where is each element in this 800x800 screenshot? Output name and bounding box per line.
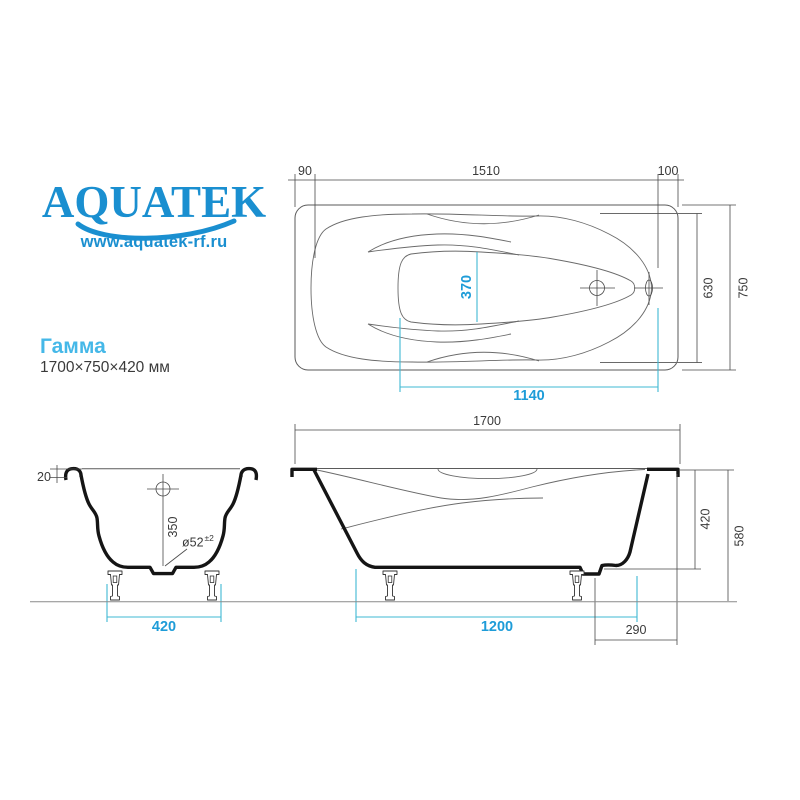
dim-overall-height-line <box>701 469 734 601</box>
end-view-shell-outline <box>63 466 259 576</box>
dim-feet-span-label: 1200 <box>481 619 513 635</box>
brand-logo: AQUATEK <box>41 177 267 227</box>
end-view-drain-symbol <box>147 474 179 500</box>
side-view-inner-curve-lower <box>340 497 544 530</box>
top-view-rim <box>294 204 679 371</box>
dim-well-width-label: 370 <box>459 275 475 299</box>
dim-overall-length-line <box>294 424 681 464</box>
dim-drain-span-label: 1510 <box>472 164 500 178</box>
dim-shell-depth-line <box>604 469 701 570</box>
end-view-leg-left <box>107 570 123 601</box>
dim-well-length-line <box>399 308 659 392</box>
dim-left-offset-label: 90 <box>298 164 312 178</box>
side-view-inner-oval <box>437 468 538 480</box>
dim-well-length-label: 1140 <box>513 388 544 404</box>
dim-rim-lip-label: 20 <box>37 470 51 484</box>
top-view: 90 1510 100 630 750 370 1140 <box>288 164 750 404</box>
top-view-bowl-contour <box>310 213 652 363</box>
end-view: 20 350 ø52 ±2 420 <box>37 465 259 635</box>
dim-end-feet-span-line <box>106 584 222 622</box>
dim-top-chain-line <box>288 174 684 268</box>
dim-drain-offset-line <box>594 474 678 645</box>
top-view-well-contour <box>397 250 636 326</box>
side-view-leg-right <box>569 570 585 601</box>
top-view-armrest-lower <box>367 320 520 343</box>
top-view-armrest-upper <box>367 233 520 256</box>
brand-website: www.aquatek-rf.ru <box>80 233 228 251</box>
dim-feet-span-line <box>355 569 638 622</box>
top-view-headwall-arc-bottom <box>426 351 540 363</box>
dim-overall-width-line <box>682 204 736 371</box>
overflow-symbol <box>634 272 663 305</box>
logo-swoosh-icon <box>75 218 237 241</box>
product-name: Гамма <box>40 335 106 358</box>
product-size: 1700×750×420 мм <box>40 359 170 376</box>
dim-overall-width-label: 750 <box>736 278 750 299</box>
dim-right-offset-label: 100 <box>658 164 679 178</box>
side-view-inner-curve-upper <box>316 469 646 500</box>
dim-end-feet-span-label: 420 <box>152 619 176 635</box>
dim-shell-depth-label: 420 <box>698 509 712 530</box>
dim-drain-offset-label: 290 <box>626 623 647 637</box>
dim-overall-height-label: 580 <box>732 526 746 547</box>
side-view: 1700 420 580 1200 290 <box>290 414 746 645</box>
dim-drain-diameter-tolerance: ±2 <box>205 533 215 543</box>
drain-symbol <box>580 270 615 306</box>
dim-inner-width-label: 630 <box>701 278 715 299</box>
side-view-leg-left <box>382 570 398 601</box>
dim-overall-length-label: 1700 <box>473 414 501 428</box>
top-view-headwall-arc-top <box>426 213 540 225</box>
end-view-leg-right <box>204 570 220 601</box>
dim-drain-diameter-leader <box>164 548 188 567</box>
side-view-shell-outline <box>290 467 680 576</box>
dim-drain-diameter-label: ø52 <box>182 536 204 550</box>
dim-drain-height-label: 350 <box>166 517 180 538</box>
dim-rim-lip-line <box>50 465 82 483</box>
